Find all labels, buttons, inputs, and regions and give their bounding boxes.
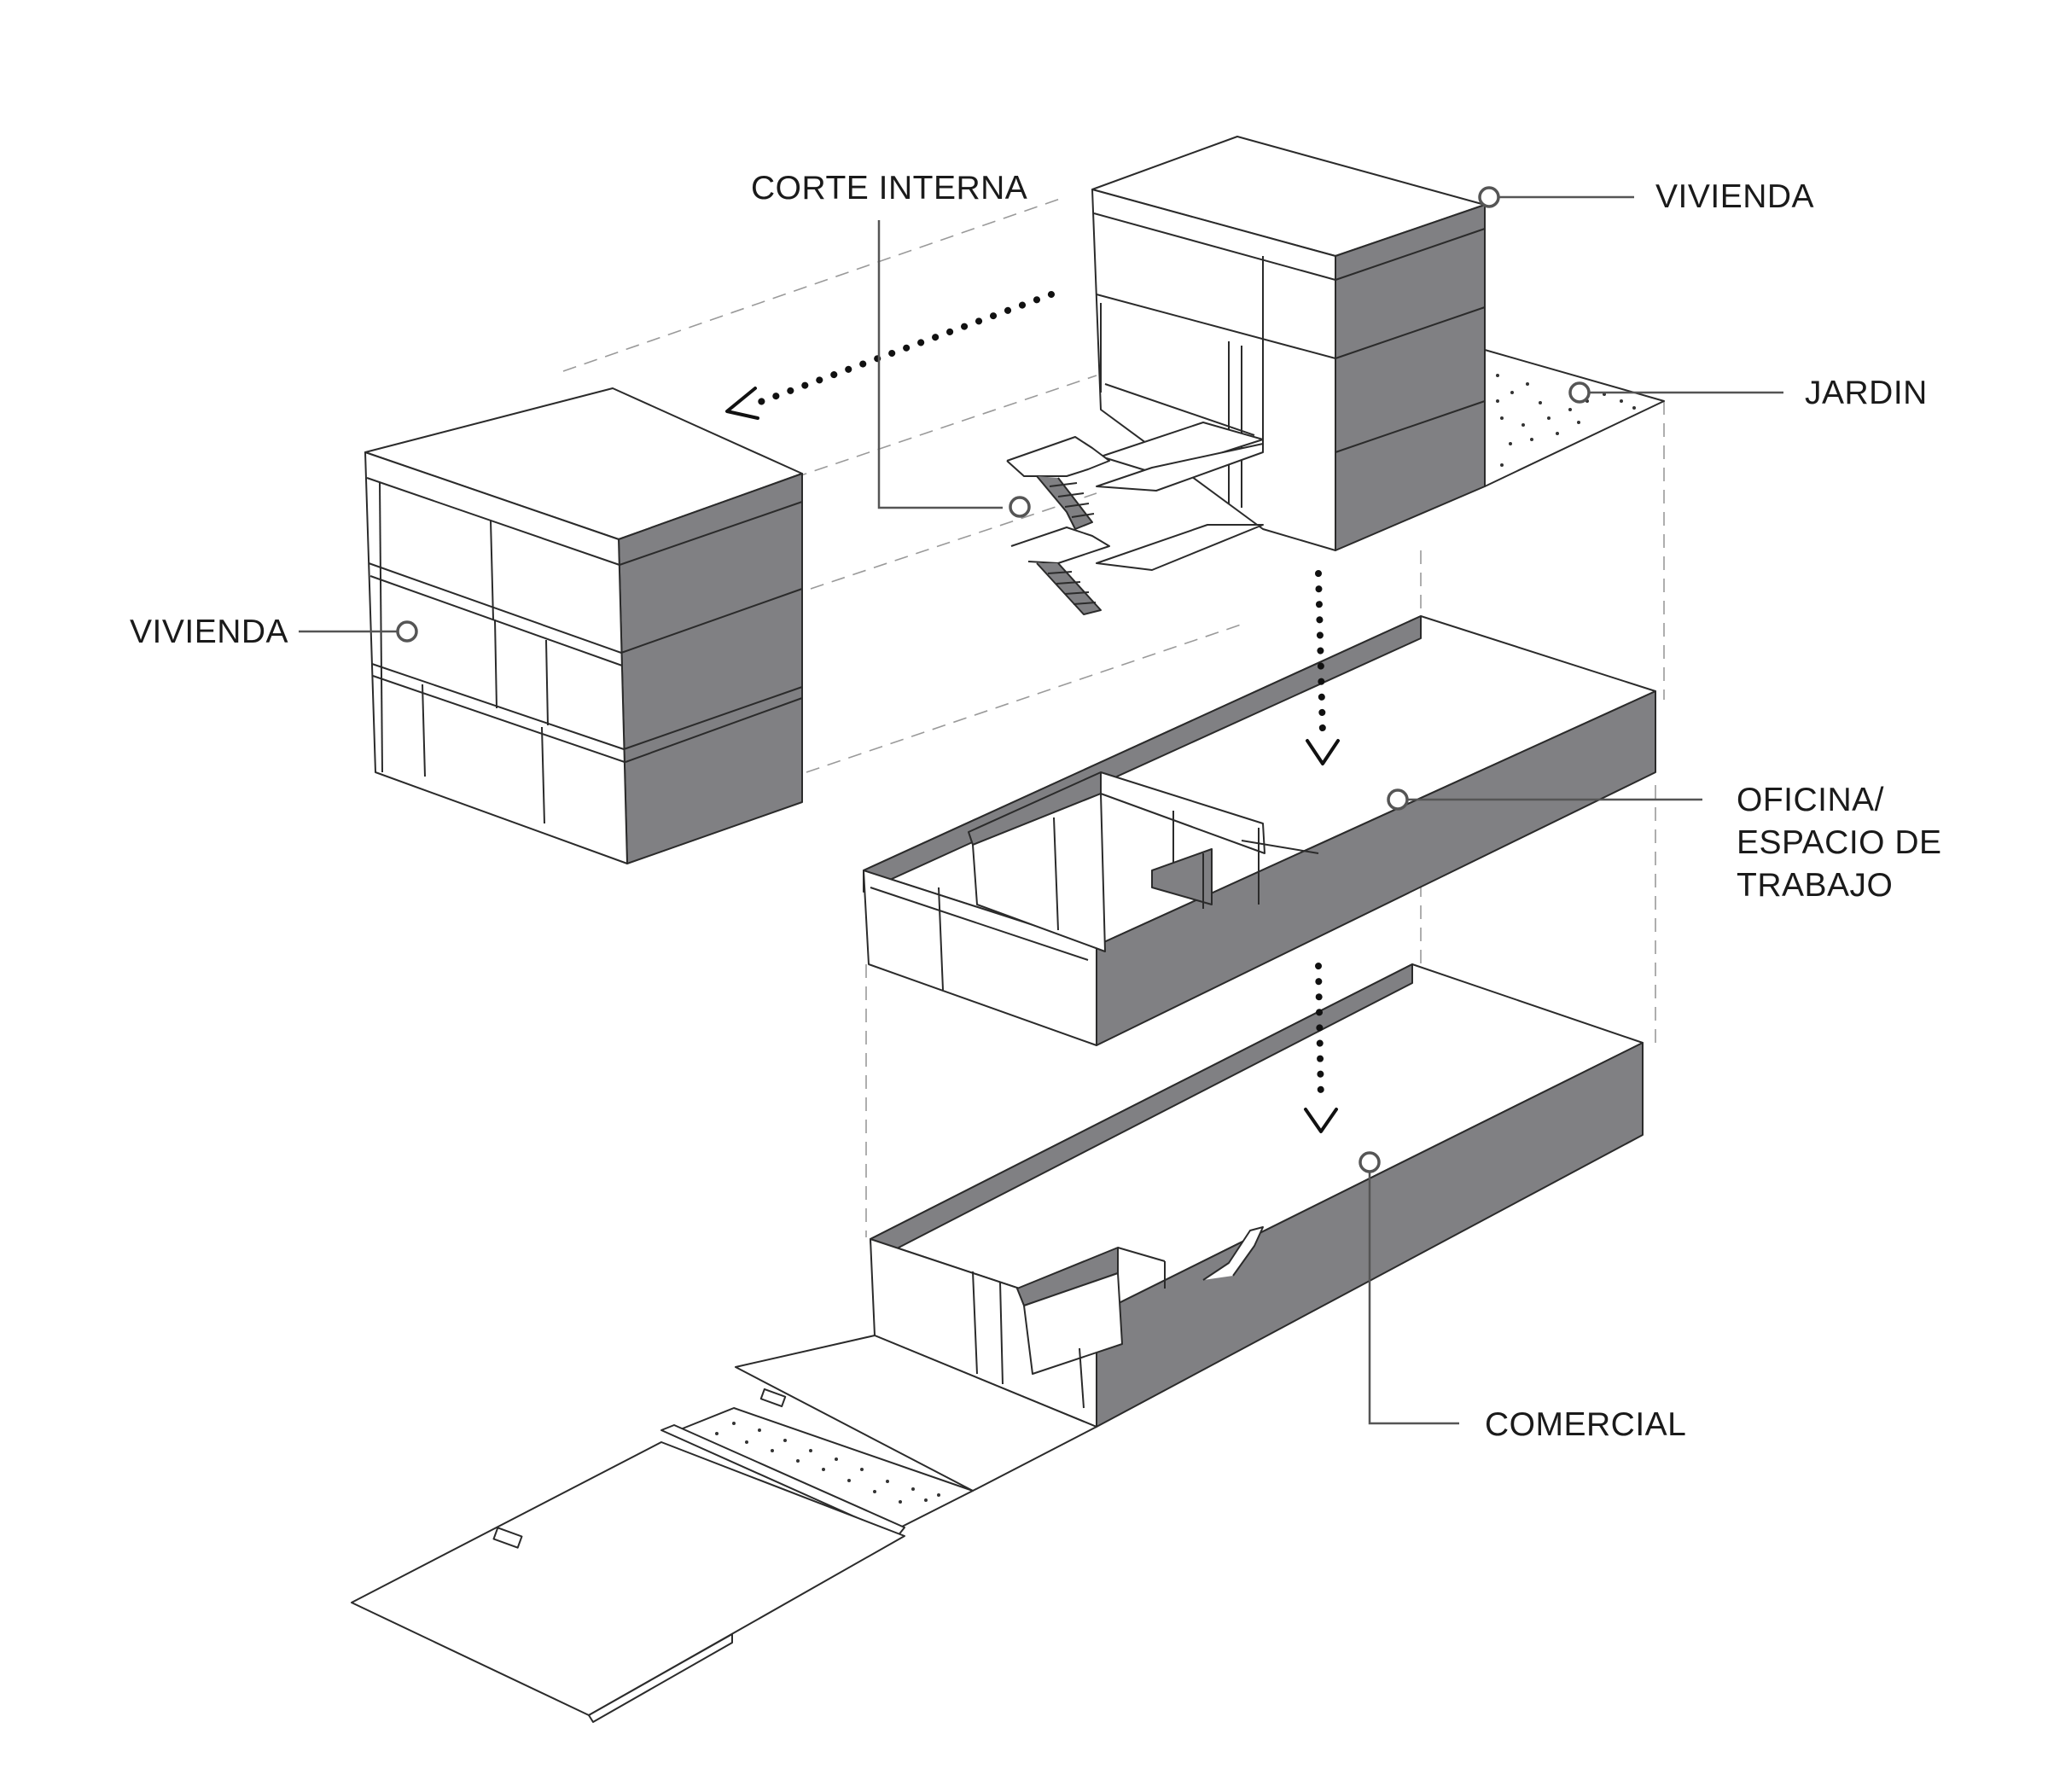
flow-arrows xyxy=(725,291,1340,1133)
label-comercial: COMERCIAL xyxy=(1485,1406,1686,1443)
flow-arrow-to-left-block xyxy=(748,291,1055,409)
label-jardin: JARDIN xyxy=(1805,375,1928,411)
callout-vivienda-left: VIVIENDA xyxy=(130,614,418,650)
label-oficina-line1: OFICINA/ xyxy=(1737,782,1884,818)
marker-vivienda-left xyxy=(396,620,418,643)
marker-comercial xyxy=(1359,1151,1381,1173)
label-corte-interna: CORTE INTERNA xyxy=(751,170,1027,207)
marker-jardin xyxy=(1568,381,1591,404)
stair-lower xyxy=(1010,527,1110,615)
callout-jardin: JARDIN xyxy=(1568,375,1928,411)
ground-plane xyxy=(351,1335,1097,1723)
marker-corte-interna xyxy=(1009,496,1031,518)
callout-corte-interna: CORTE INTERNA xyxy=(751,170,1031,518)
callout-vivienda-top: VIVIENDA xyxy=(1478,178,1814,215)
callout-comercial: COMERCIAL xyxy=(1359,1151,1686,1443)
flow-arrow-to-oficina xyxy=(1315,570,1326,737)
flow-arrowhead-oficina xyxy=(1306,739,1340,765)
oficina-level xyxy=(863,615,1656,1046)
label-vivienda-top: VIVIENDA xyxy=(1655,178,1814,215)
label-oficina-line2: ESPACIO DE xyxy=(1737,824,1942,861)
comercial-level xyxy=(870,963,1644,1428)
callout-oficina: OFICINA/ ESPACIO DE TRABAJO xyxy=(1387,782,1942,904)
flow-arrowhead-left xyxy=(725,387,759,420)
flow-arrowhead-comercial xyxy=(1304,1108,1338,1133)
marker-oficina xyxy=(1387,788,1409,811)
marker-vivienda-top xyxy=(1478,186,1500,208)
stair-upper xyxy=(1006,436,1110,530)
vivienda-top-block xyxy=(1006,136,1486,615)
label-oficina-line3: TRABAJO xyxy=(1737,867,1893,904)
vivienda-left-block xyxy=(364,387,803,864)
label-vivienda-left: VIVIENDA xyxy=(130,614,288,650)
jardin-plot xyxy=(1484,349,1665,487)
